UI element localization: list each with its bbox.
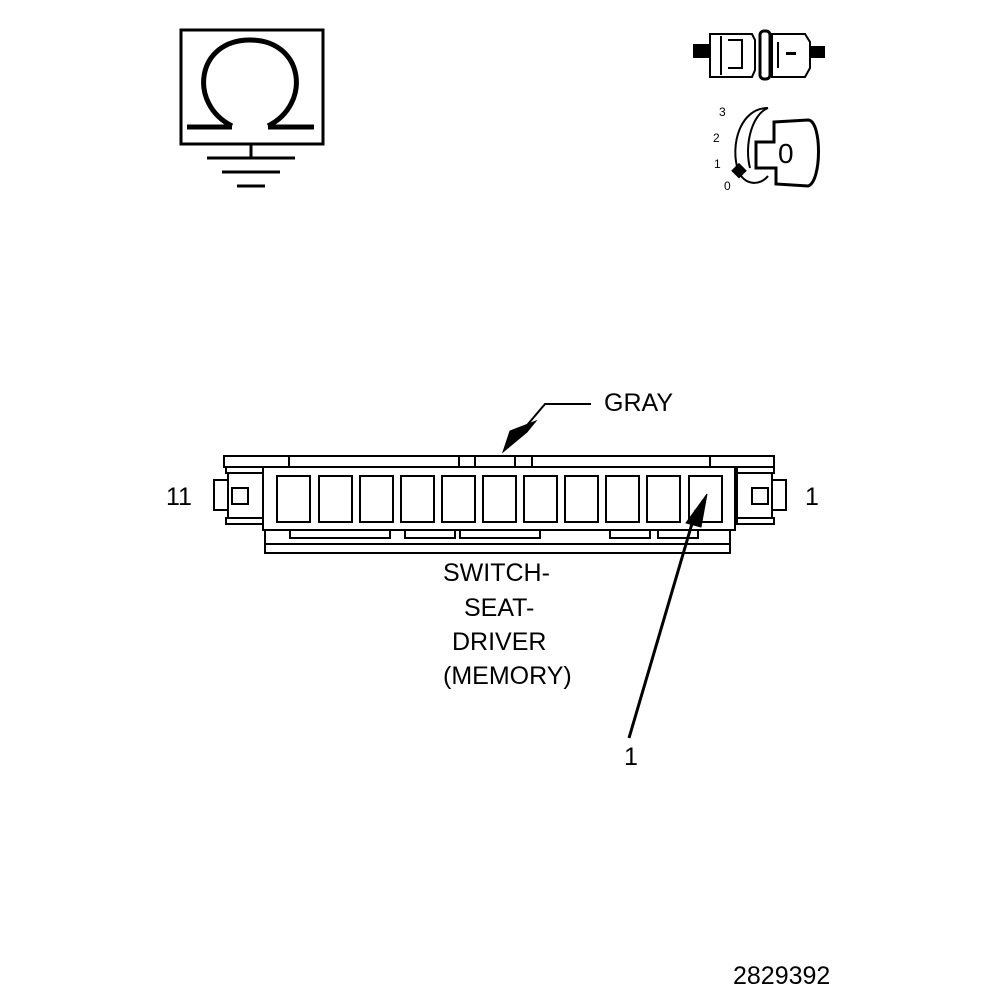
cavity-9 [359, 475, 394, 523]
connector-name-line-2: SEAT- [464, 594, 535, 622]
connector-name-line-4: (MEMORY) [443, 662, 572, 690]
pin-right-label: 1 [805, 483, 819, 511]
cavity-11 [276, 475, 311, 523]
cavity-4 [564, 475, 599, 523]
connector-name-line-3: DRIVER [452, 628, 547, 656]
pin-left-label: 11 [166, 483, 192, 511]
ignition-key-label: 0 [778, 138, 794, 169]
ignition-position-2: 2 [713, 131, 720, 145]
ignition-key-off-icon [731, 107, 820, 188]
color-label: GRAY [604, 389, 673, 417]
cavity-8 [400, 475, 435, 523]
cavity-10 [318, 475, 353, 523]
connector-name-line-1: SWITCH- [443, 559, 550, 587]
cavity-5 [523, 475, 558, 523]
ignition-position-3: 3 [719, 105, 726, 119]
cavity-7 [441, 475, 476, 523]
callout-label: 1 [624, 743, 638, 771]
ignition-position-0: 0 [724, 179, 731, 193]
pin-1-callout-arrow [627, 493, 708, 739]
connector-cavities [276, 475, 723, 523]
ohmmeter-ground-icon [179, 28, 325, 188]
cavity-6 [482, 475, 517, 523]
figure-id: 2829392 [733, 962, 831, 990]
disconnected-connector-icon [693, 29, 825, 81]
ignition-position-1: 1 [714, 157, 721, 171]
cavity-3 [605, 475, 640, 523]
gray-leader-arrow [501, 403, 591, 454]
cavity-2 [646, 475, 681, 523]
